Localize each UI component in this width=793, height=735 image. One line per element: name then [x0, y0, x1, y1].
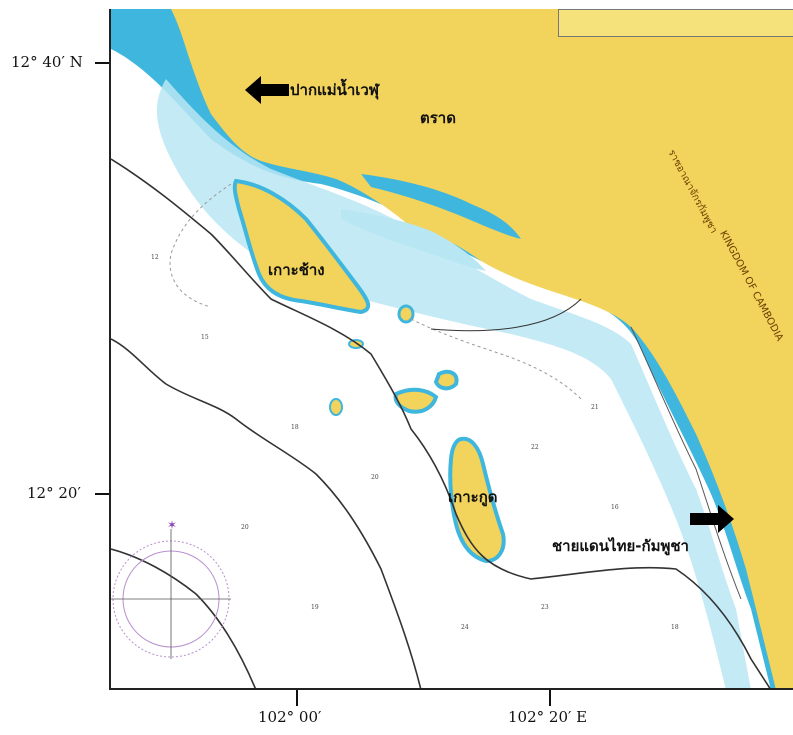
label-koh-chang: เกาะช้าง: [268, 261, 325, 279]
svg-text:15: 15: [201, 334, 209, 341]
coastline: [630, 326, 742, 600]
label-koh-kood: เกาะกูด: [448, 488, 498, 506]
svg-text:✶: ✶: [167, 518, 177, 532]
route-line: [169, 183, 232, 308]
svg-text:21: 21: [591, 404, 599, 411]
svg-text:18: 18: [291, 424, 299, 431]
route-line: [410, 318, 582, 400]
depth-contour: [111, 548, 257, 688]
svg-text:16: 16: [611, 504, 619, 511]
svg-text:20: 20: [371, 474, 379, 481]
lon-label-left: 102° 00′: [258, 708, 322, 726]
svg-text:18: 18: [671, 624, 679, 631]
island-small: [329, 398, 343, 416]
chart-title-block: [558, 9, 793, 37]
chart-drawing: ✶ 12 15 18 20 22 21 19 16 24 23 18 20: [111, 9, 793, 688]
svg-text:20: 20: [241, 524, 249, 531]
lon-tick-right: [549, 690, 551, 706]
island-mid: [393, 387, 439, 414]
island-mid: [433, 369, 459, 391]
mainland: [171, 9, 793, 688]
island-koh-chang: [232, 178, 371, 315]
lat-tick-bottom: [95, 493, 109, 495]
label-trat: ตราด: [420, 109, 456, 127]
lon-tick-left: [296, 690, 298, 706]
depth-contour: [111, 158, 771, 688]
estuary: [361, 174, 521, 239]
svg-text:22: 22: [531, 444, 539, 451]
lat-tick-top: [95, 62, 109, 64]
svg-text:23: 23: [541, 604, 549, 611]
island-small: [397, 304, 415, 324]
estuary-shallow: [341, 209, 486, 271]
arrow-right-icon: [690, 505, 734, 533]
coastline: [430, 298, 582, 332]
svg-text:19: 19: [311, 604, 319, 611]
label-border: ชายแดนไทย-กัมพูชา: [552, 537, 689, 555]
svg-text:24: 24: [461, 624, 469, 631]
depth-contour: [111, 338, 422, 688]
lat-label-bottom: 12° 20′: [27, 484, 81, 502]
lat-label-top: 12° 40′ N: [11, 53, 83, 71]
label-river-mouth: ปากแม่น้ำเวฬุ: [290, 81, 380, 99]
svg-text:12: 12: [151, 254, 159, 261]
lon-label-right: 102° 20′ E: [508, 708, 588, 726]
soundings: 12 15 18 20 22 21 19 16 24 23 18 20: [151, 254, 679, 631]
arrow-left-icon: [245, 76, 289, 104]
compass-rose-icon: ✶: [111, 518, 231, 659]
